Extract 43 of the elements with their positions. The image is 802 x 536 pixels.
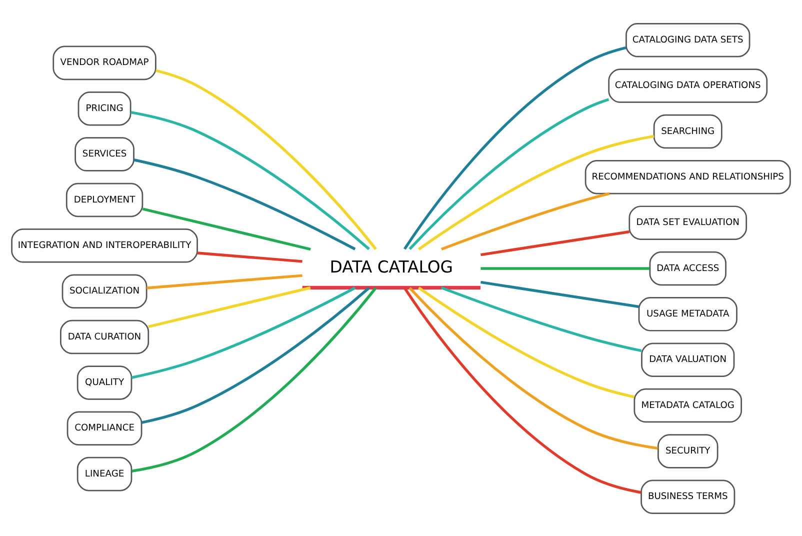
node-text: DATA CATALOG [330, 257, 454, 276]
connector [418, 134, 654, 250]
node-box: LINEAGE [76, 456, 132, 491]
node-box: SEARCHING [653, 114, 722, 148]
connector [131, 286, 377, 472]
node-box: CATALOGING DATA SETS [626, 22, 750, 57]
connector [418, 286, 634, 398]
node-box: COMPLIANCE [66, 410, 142, 445]
connector [408, 286, 658, 450]
node-box: DATA VALUATION [641, 342, 735, 376]
connector [142, 286, 370, 424]
connector [480, 280, 640, 308]
node-box: SECURITY [658, 434, 718, 468]
node-box: RECOMMENDATIONS AND RELATIONSHIPS [584, 160, 791, 194]
node-box: DATA CURATION [60, 319, 150, 354]
connector [403, 286, 642, 494]
node-box: SOCIALIZATION [62, 274, 148, 308]
node-box: DEPLOYMENT [66, 182, 144, 217]
connector [198, 251, 302, 262]
connector [131, 286, 356, 378]
node-box: METADATA CATALOG [634, 388, 742, 422]
node-box: INTEGRATION AND INTEROPERABILITY [11, 228, 198, 262]
connector [480, 266, 650, 270]
connector [146, 274, 302, 289]
connector [440, 192, 610, 250]
node-box: USAGE METADATA [638, 296, 738, 331]
connector [130, 110, 370, 250]
connector [134, 158, 356, 250]
node-box: PRICING [78, 91, 132, 126]
connector [142, 207, 311, 250]
connector [440, 286, 642, 352]
node-box: VENDOR ROADMAP [52, 45, 156, 80]
connector [408, 98, 610, 250]
connector [155, 68, 377, 250]
node-box: QUALITY [76, 365, 132, 400]
connector [480, 230, 630, 256]
connector [148, 286, 311, 328]
node-box: SERVICES [74, 136, 134, 171]
node-box: CATALOGING DATA OPERATIONS [608, 68, 768, 102]
node-box: BUSINESS TERMS [640, 479, 736, 514]
node-box: DATA SET EVALUATION [628, 205, 748, 240]
node-box: DATA ACCESS [649, 250, 726, 286]
connector [403, 46, 626, 250]
